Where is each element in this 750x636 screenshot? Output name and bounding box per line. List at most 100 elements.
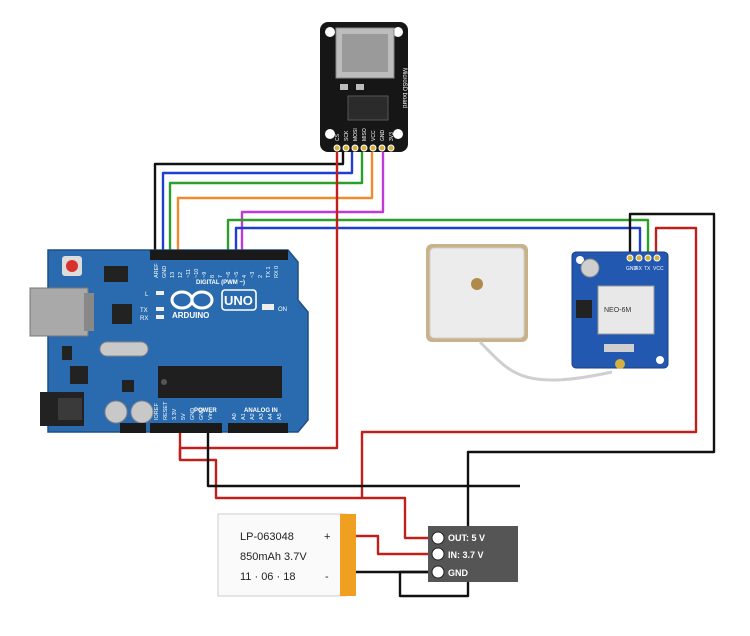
sd-pin-label: SCK <box>344 130 350 141</box>
digital-pin-label: ~9 <box>202 272 208 278</box>
lipo-battery <box>217 513 356 597</box>
atmega-chip <box>158 366 282 398</box>
sd-pin-label: GND <box>380 130 386 142</box>
sd-pin-label: 3V3 <box>389 132 395 141</box>
analog-pin-label: A0 <box>232 413 238 420</box>
gps-chip <box>597 285 655 335</box>
battery-line1: LP-063048 <box>240 531 294 543</box>
arduino-labels: ARDUINO UNO DIGITAL (PWM ~) POWER ANALOG… <box>140 280 287 414</box>
wire-red-gps-vcc <box>360 226 698 498</box>
wire-black-gps-gnd <box>398 212 716 598</box>
sd-pin <box>369 144 377 152</box>
digital-pin-label: AREF <box>154 263 160 278</box>
battery-line3: 11 · 06 · 18 <box>240 571 295 583</box>
wire-orange-sd <box>176 150 374 250</box>
power-pin-label: GND <box>199 408 205 420</box>
wire-blue-gps <box>234 226 642 258</box>
booster-out-label: OUT: 5 V <box>448 533 485 543</box>
sd-side-label: MicroSD board <box>401 68 407 108</box>
digital-pin-label: ~11 <box>186 269 192 278</box>
capacitor <box>104 400 128 424</box>
wire-red-battery <box>344 534 430 556</box>
l-led-label: L <box>145 292 149 298</box>
tx-led-label: TX <box>140 308 148 314</box>
gps-pin-label: VCC <box>653 266 664 272</box>
wire-green-gps <box>226 218 650 258</box>
arduino-brand: ARDUINO <box>172 311 209 320</box>
gps-module <box>571 251 669 369</box>
analog-pin-label: A1 <box>241 413 247 420</box>
gps-battery <box>580 258 600 278</box>
analog-pin-label: A4 <box>268 413 274 420</box>
power-pin-label: Vin <box>208 412 214 420</box>
usb-port <box>29 287 89 337</box>
arduino-uno-board <box>29 249 309 433</box>
power-pin-label: GND <box>190 408 196 420</box>
gps-pin-label: GND <box>626 266 638 272</box>
digital-pin-label: TX 1 <box>266 266 272 278</box>
gps-pin <box>635 254 643 262</box>
sd-pin-label: MISO <box>362 128 368 141</box>
boost-converter <box>428 526 518 582</box>
digital-pin-label: RX 0 <box>274 266 280 278</box>
digital-pin-label: 4 <box>242 275 248 278</box>
sd-pin-label: MOSI <box>353 128 359 141</box>
power-pin-label: 5V <box>181 413 187 420</box>
sd-pin <box>333 144 341 152</box>
power-header <box>150 423 222 433</box>
digital-pin-label: 13 <box>170 272 176 278</box>
rx-led-label: RX <box>140 316 148 322</box>
digital-pin-label: ~5 <box>234 272 240 278</box>
digital-pin-label: ~3 <box>250 272 256 278</box>
gps-pin <box>626 254 634 262</box>
analog-header <box>228 423 288 433</box>
capacitor <box>130 400 154 424</box>
wires <box>153 150 716 598</box>
gps-chip-text: NEO-6M <box>604 307 631 314</box>
antenna-cable <box>478 340 613 382</box>
digital-pin-label: 12 <box>178 272 184 278</box>
microsd-module <box>320 22 408 152</box>
analog-pin-label: A2 <box>250 413 256 420</box>
wire-red-5v <box>178 432 430 540</box>
sd-pin-label: CS <box>335 133 341 141</box>
arduino-model: UNO <box>224 293 253 308</box>
digital-pin-label: 2 <box>258 275 264 278</box>
power-pin-label: RESET <box>163 401 169 420</box>
sd-pin <box>360 144 368 152</box>
power-header-label: POWER <box>194 408 217 414</box>
wire-black-gnd-main <box>206 432 520 488</box>
sd-pin <box>351 144 359 152</box>
wire-green-sd <box>168 150 364 250</box>
sd-pin <box>387 144 395 152</box>
gps-pin-label: RX <box>635 266 643 272</box>
digital-header-label: DIGITAL (PWM ~) <box>196 280 245 286</box>
booster-gnd-label: GND <box>448 568 469 578</box>
sd-level-shifter-chip <box>347 95 389 121</box>
battery-line2: 850mAh 3.7V <box>240 551 307 563</box>
digital-header <box>150 250 288 260</box>
booster-in-label: IN: 3.7 V <box>448 550 484 560</box>
wire-blue-sd <box>161 150 354 250</box>
digital-pin-label: 8 <box>210 275 216 278</box>
battery-minus: - <box>325 571 329 583</box>
sd-pin <box>342 144 350 152</box>
digital-pin-label: 7 <box>218 275 224 278</box>
gps-pin-label: TX <box>644 266 651 272</box>
analog-header-label: ANALOG IN <box>244 408 278 414</box>
gps-pin <box>644 254 652 262</box>
crystal <box>99 341 149 357</box>
wire-black-gnd-sd <box>153 150 345 250</box>
power-pin-label: 3.3V <box>172 408 178 420</box>
gps-patch-antenna <box>426 244 613 382</box>
sd-pin <box>378 144 386 152</box>
wire-purple-sd <box>240 150 385 250</box>
battery-terminal-strip <box>340 514 356 596</box>
analog-pin-label: A3 <box>259 413 265 420</box>
